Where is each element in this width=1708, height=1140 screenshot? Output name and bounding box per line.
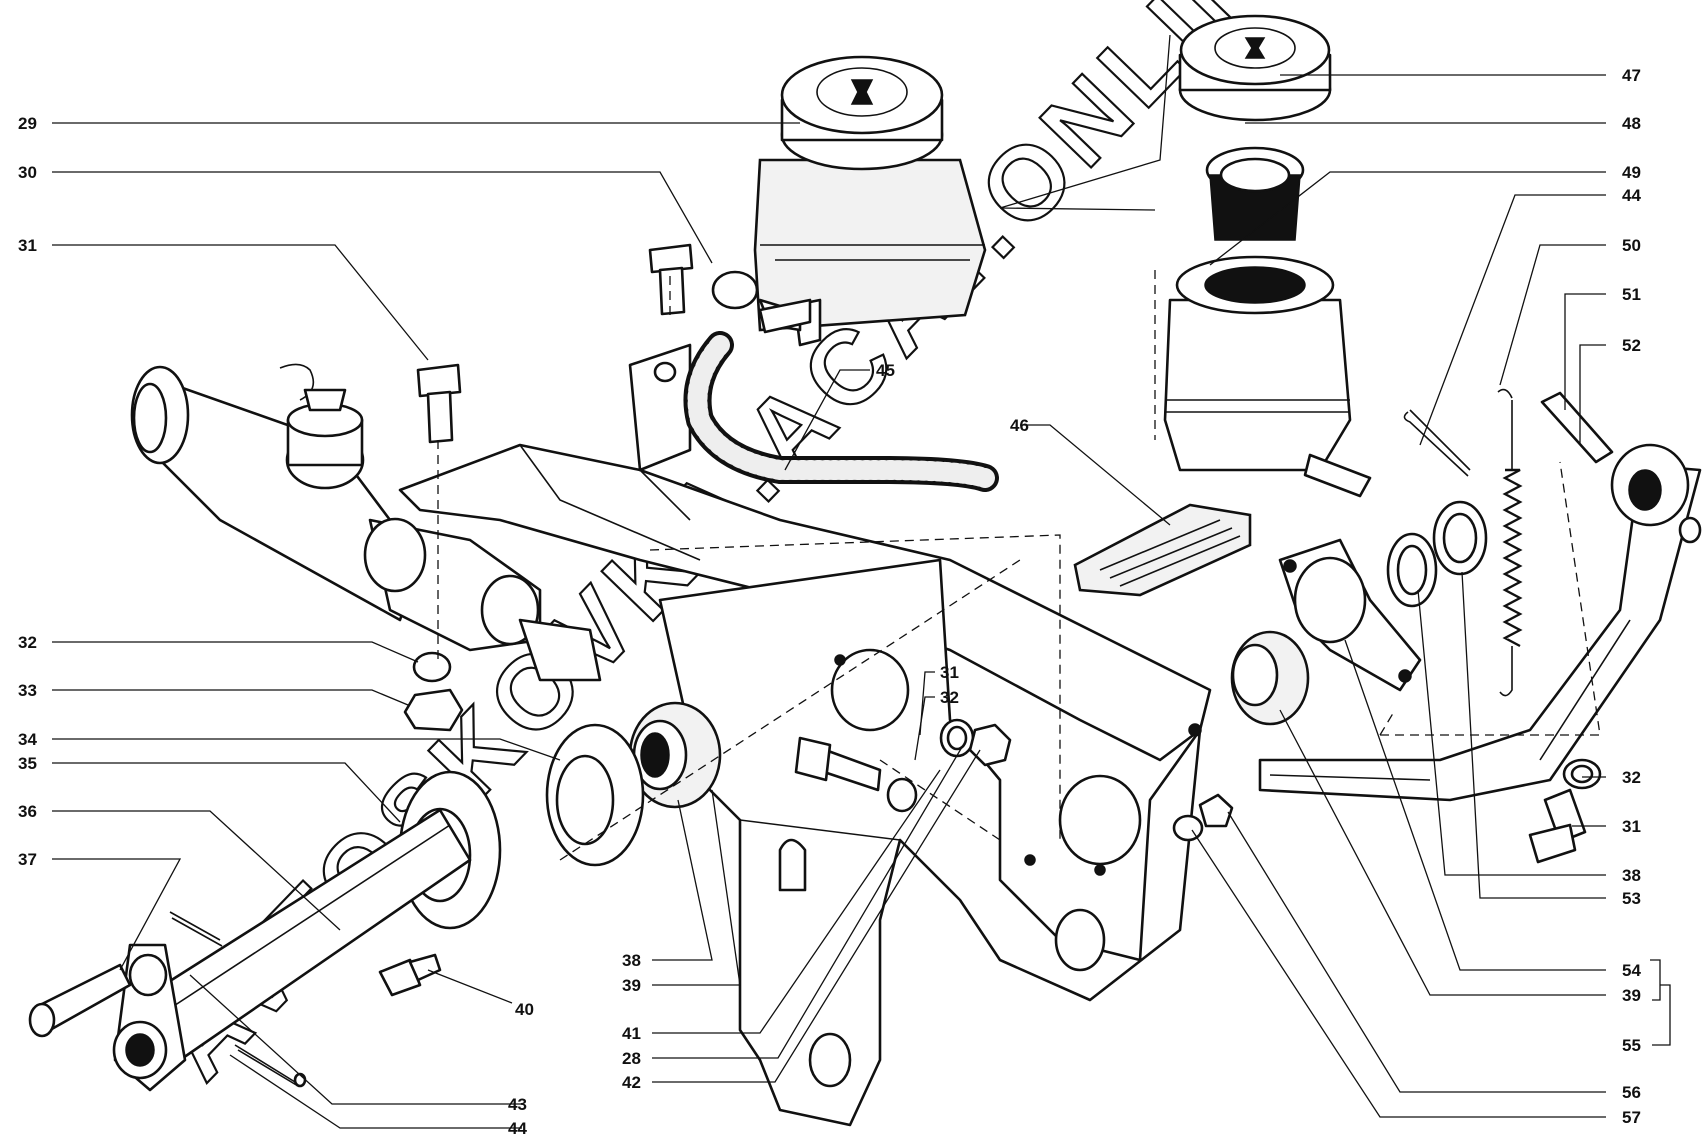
callout-44-right: 44 [1622,186,1641,205]
callout-55: 55 [1622,1036,1641,1055]
callout-38-right: 38 [1622,866,1641,885]
center-fasteners [403,243,1012,813]
callout-49: 49 [1622,163,1641,182]
callout-56: 56 [1622,1083,1641,1102]
reservoir-left [753,55,987,347]
pedal-bracket [398,343,1212,1127]
callout-45: 45 [876,361,895,380]
callout-39-bottom: 39 [622,976,641,995]
callout-labels: 29 30 31 32 33 34 35 36 37 47 48 49 44 5… [18,66,1641,1138]
callout-38-bottom: 38 [622,951,641,970]
callout-32: 32 [18,633,37,652]
callout-42: 42 [622,1073,641,1092]
callout-43: 43 [508,1095,527,1114]
callout-48: 48 [1622,114,1641,133]
callout-28: 28 [622,1049,641,1068]
callout-53: 53 [1622,889,1641,908]
callout-40: 40 [515,1000,534,1019]
callout-44-bottom: 44 [508,1119,527,1138]
callout-34: 34 [18,730,37,749]
callout-57: 57 [1622,1108,1641,1127]
assembly-guides [437,270,1601,861]
callout-31-middle: 31 [940,663,959,682]
right-bushings [1172,500,1602,864]
callout-35: 35 [18,754,37,773]
callout-33: 33 [18,681,37,700]
callout-29: 29 [18,114,37,133]
pedal-arm [1258,443,1702,802]
callout-30: 30 [18,163,37,182]
callout-41: 41 [622,1024,641,1043]
callout-50: 50 [1622,236,1641,255]
callout-32-right: 32 [1622,768,1641,787]
cotter-pin-right [1403,409,1471,477]
leader-lines [52,34,1671,1129]
callout-39-right: 39 [1622,986,1641,1005]
callout-31-right: 31 [1622,817,1641,836]
callout-36: 36 [18,802,37,821]
pin [1540,391,1614,464]
callout-32-middle: 32 [940,688,959,707]
pedal-shaft-left [28,701,722,1092]
callout-47: 47 [1622,66,1641,85]
return-spring [1497,388,1523,697]
hose [683,331,999,492]
reservoir-right [1163,14,1372,498]
callout-37: 37 [18,850,37,869]
callout-31: 31 [18,236,37,255]
callout-46: 46 [1010,416,1029,435]
pedal-pad [1073,503,1252,597]
callout-54: 54 [1622,961,1641,980]
callout-52: 52 [1622,336,1641,355]
callout-51: 51 [1622,285,1641,304]
master-cylinder [130,363,602,682]
